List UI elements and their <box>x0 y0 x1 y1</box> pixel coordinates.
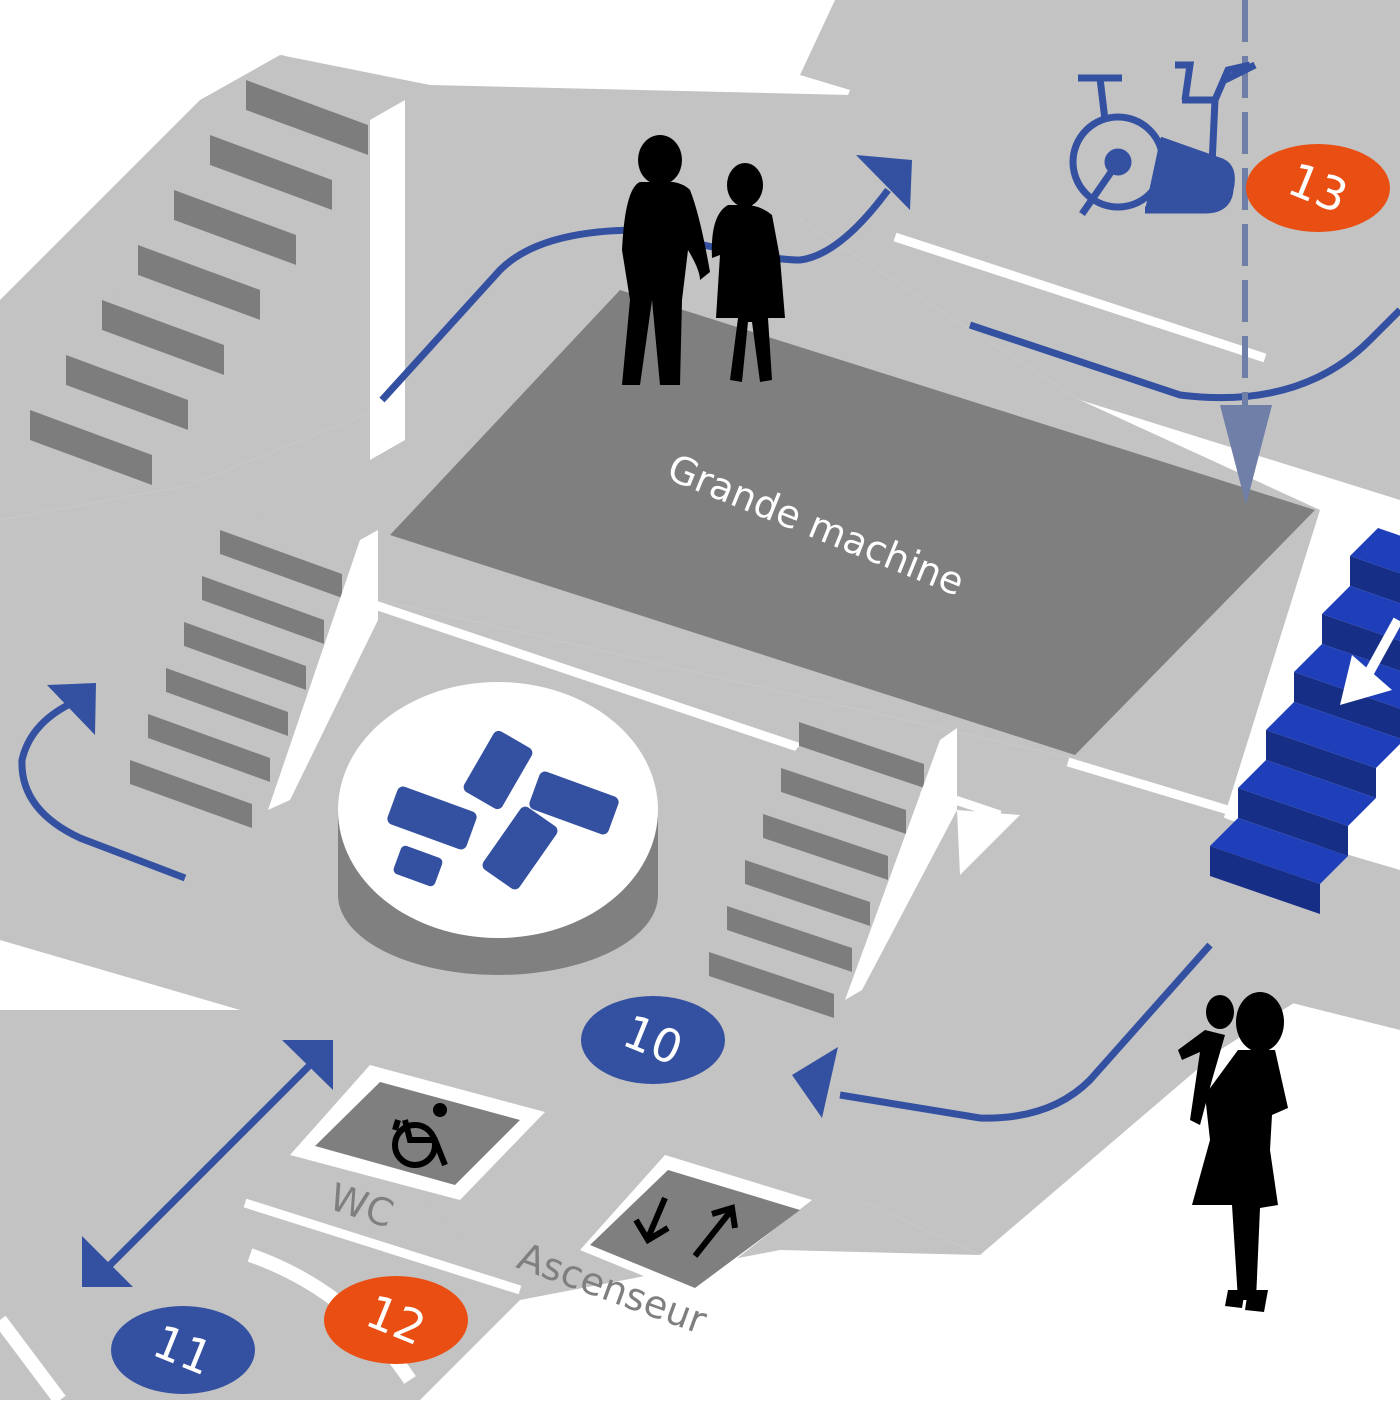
stair-step-tread <box>166 646 306 712</box>
blue-stair-step-tread <box>1322 586 1400 641</box>
grande-machine-area[interactable]: Grande machine <box>390 290 1315 755</box>
stair-step-riser <box>210 135 332 210</box>
stair-step-riser <box>30 410 152 485</box>
stair-step-riser <box>799 722 924 788</box>
stair-step-riser <box>202 576 324 644</box>
stair-step-riser <box>763 814 888 880</box>
exercise-bike-icon[interactable] <box>1069 61 1257 216</box>
stair-step-tread <box>727 884 870 948</box>
stair-step-riser <box>745 860 870 926</box>
stair-step-riser <box>138 245 260 320</box>
stair-walls <box>268 100 1020 1000</box>
stairs-down-arrow <box>1340 617 1400 705</box>
stair-step-tread <box>763 792 906 856</box>
blue-stair-step-riser <box>1350 556 1400 604</box>
stair-step-tread <box>709 930 852 994</box>
stair-step-tread <box>30 385 188 455</box>
marker-badge <box>111 1306 255 1394</box>
stair-step-riser <box>166 668 288 736</box>
blue-stair-step-riser <box>1266 730 1376 798</box>
arrow-up-left-icon <box>47 683 96 735</box>
stair-step-riser <box>174 190 296 265</box>
blue-stair-step-riser <box>1210 846 1320 914</box>
stair-step-riser <box>66 355 188 430</box>
stair-step-tread <box>66 330 224 400</box>
arrow-down-icon <box>1220 405 1272 505</box>
stair-step-tread <box>781 746 924 810</box>
stair-step-riser <box>727 906 852 972</box>
stair-step-tread <box>799 700 942 764</box>
stair-step-riser <box>102 300 224 375</box>
blue-stair-step-tread <box>1238 760 1376 826</box>
marker-badge <box>324 1276 468 1364</box>
stair-step-riser <box>148 714 270 782</box>
stair-step-riser <box>220 530 342 598</box>
marker-10[interactable]: 10 <box>581 996 725 1084</box>
info-plus-icon <box>387 730 619 890</box>
stair-step-tread <box>220 508 360 574</box>
stair-step-riser <box>709 952 834 1018</box>
stair-step-riser <box>781 768 906 834</box>
arrow-left-icon <box>792 1047 838 1118</box>
wheelchair-icon <box>392 1103 448 1168</box>
blue-stair-step-tread <box>1350 528 1400 574</box>
arrow-down-left-icon <box>82 1236 133 1287</box>
blue-stair-step-tread <box>1266 702 1400 768</box>
wc-area[interactable]: WC <box>290 1065 545 1236</box>
marker-13[interactable]: 13 <box>1246 144 1390 232</box>
marker-11[interactable]: 11 <box>111 1306 255 1394</box>
stairs-middle-left <box>130 508 360 828</box>
route-arrowheads <box>47 155 912 1287</box>
marker-12[interactable]: 12 <box>324 1276 468 1364</box>
stair-step-tread <box>102 275 260 345</box>
stairs-upper-left <box>30 55 404 485</box>
stair-step-riser <box>184 622 306 690</box>
elevator-arrows-icon <box>633 1196 738 1258</box>
arrow-down-left-icon-white <box>1340 655 1392 705</box>
blue-stair-step-riser <box>1294 672 1400 739</box>
arrow-up-right-icon <box>856 155 912 210</box>
stair-step-tread <box>138 220 296 290</box>
stair-step-tread <box>210 110 368 180</box>
stair-step-tread <box>130 738 270 804</box>
blue-stair-step-riser <box>1238 788 1348 856</box>
stair-step-tread <box>202 554 342 620</box>
stair-step-tread <box>148 692 288 758</box>
mother-child-silhouette <box>1178 992 1288 1312</box>
blue-stair-step-tread <box>1210 818 1348 884</box>
stair-step-tread <box>184 600 324 666</box>
stairs-middle-right <box>709 700 942 1018</box>
stair-step-riser <box>130 760 252 828</box>
info-point[interactable] <box>338 682 658 975</box>
stair-step-tread <box>745 838 888 902</box>
stair-step-tread <box>174 165 332 235</box>
stair-step-riser <box>246 80 368 155</box>
marker-badge <box>1246 144 1390 232</box>
marker-badge <box>581 996 725 1084</box>
bottom-left-wall-curve <box>0 1315 66 1405</box>
arrow-up-right-icon-2 <box>282 1040 333 1090</box>
couple-silhouette <box>622 135 785 385</box>
markers: 10 11 12 13 <box>111 144 1390 1394</box>
stair-step-tread <box>246 55 404 125</box>
